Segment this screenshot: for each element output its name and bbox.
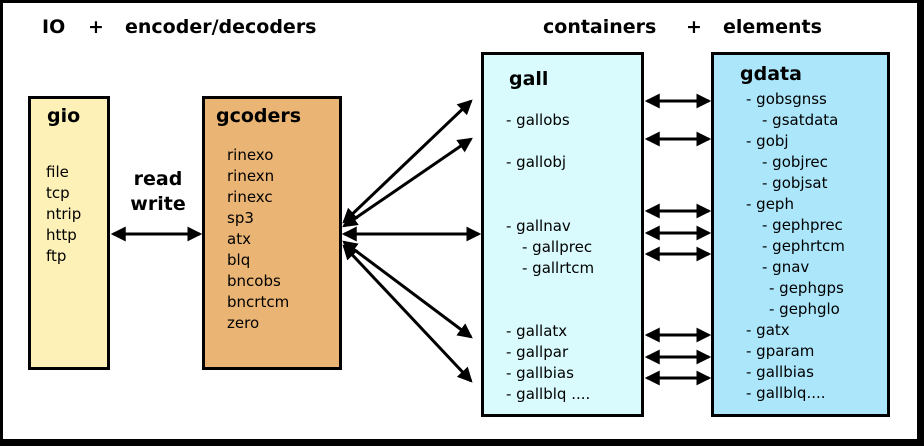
gdata-title: gdata	[740, 63, 802, 85]
gcoders-item-rinexn: rinexn	[227, 167, 275, 185]
arrow-gcoders-gall-2	[342, 137, 473, 228]
gcoders-title: gcoders	[216, 105, 302, 127]
gdata-item-gephprec: - gephprec	[762, 216, 843, 234]
gdata-item-gobsgnss: - gobsgnss	[746, 90, 827, 108]
gcoders-item-zero: zero	[227, 314, 260, 332]
gall-item-gallatx: - gallatx	[506, 322, 568, 340]
gcoders-box: gcoders rinexo rinexn rinexc sp3 atx blq…	[202, 96, 342, 370]
gdata-item-gatx: - gatx	[746, 321, 790, 339]
gdata-item-gobjsat: - gobjsat	[762, 174, 828, 192]
gdata-item-gallbias: - gallbias	[746, 363, 814, 381]
heading-encoder-decoders: encoder/decoders	[125, 16, 317, 38]
gcoders-item-rinexc: rinexc	[227, 188, 273, 206]
gcoders-item-bncrtcm: bncrtcm	[227, 293, 290, 311]
gdata-item-gsatdata: - gsatdata	[762, 111, 839, 129]
gio-title: gio	[47, 105, 81, 127]
gio-box: gio file tcp ntrip http ftp	[28, 96, 110, 370]
arrow-gcoders-gall-4	[342, 240, 473, 339]
gdata-item-gephgps: - gephgps	[769, 279, 844, 297]
gall-item-gallprec: - gallprec	[522, 238, 593, 256]
gall-item-gallbias: - gallbias	[506, 364, 574, 382]
gcoders-item-blq: blq	[227, 251, 251, 269]
gdata-item-gnav: - gnav	[762, 258, 810, 276]
gdata-item-gparam: - gparam	[746, 342, 815, 360]
gall-item-gallblq: - gallblq ....	[506, 385, 591, 403]
gall-title: gall	[509, 68, 549, 90]
gdata-item-gephrtcm: - gephrtcm	[762, 237, 845, 255]
arrow-gcoders-gall-5	[342, 244, 473, 383]
gdata-item-gephglo: - gephglo	[769, 300, 840, 318]
gcoders-item-atx: atx	[227, 230, 251, 248]
gdata-item-geph: - geph	[746, 195, 794, 213]
heading-elements: elements	[723, 16, 822, 38]
gcoders-item-sp3: sp3	[227, 209, 254, 227]
heading-plus-left: +	[88, 16, 104, 38]
heading-plus-right: +	[686, 16, 702, 38]
arrow-gcoders-gall-1	[342, 99, 473, 224]
gio-item-tcp: tcp	[46, 184, 70, 202]
gio-item-ftp: ftp	[46, 247, 67, 265]
read-label: read	[133, 168, 183, 190]
gdata-item-gallblq: - gallblq....	[746, 384, 826, 402]
gdata-item-gobj: - gobj	[746, 132, 789, 150]
gall-item-gallrtcm: - gallrtcm	[522, 259, 595, 277]
gdata-item-gobjrec: - gobjrec	[762, 153, 828, 171]
gio-item-file: file	[46, 163, 69, 181]
gcoders-item-bncobs: bncobs	[227, 272, 281, 290]
heading-io: IO	[42, 16, 66, 38]
gall-item-gallobs: - gallobs	[506, 111, 570, 129]
gall-item-gallnav: - gallnav	[506, 217, 571, 235]
gdata-box: gdata - gobsgnss - gsatdata - gobj - gob…	[711, 52, 890, 417]
gio-item-ntrip: ntrip	[46, 205, 82, 223]
heading-containers: containers	[543, 16, 657, 38]
gall-item-gallobj: - gallobj	[506, 153, 567, 171]
gcoders-item-rinexo: rinexo	[227, 146, 274, 164]
gio-item-http: http	[46, 226, 77, 244]
gall-box: gall - gallobs - gallobj - gallnav - gal…	[481, 52, 644, 417]
gall-item-gallpar: - gallpar	[506, 343, 569, 361]
write-label: write	[130, 193, 186, 215]
